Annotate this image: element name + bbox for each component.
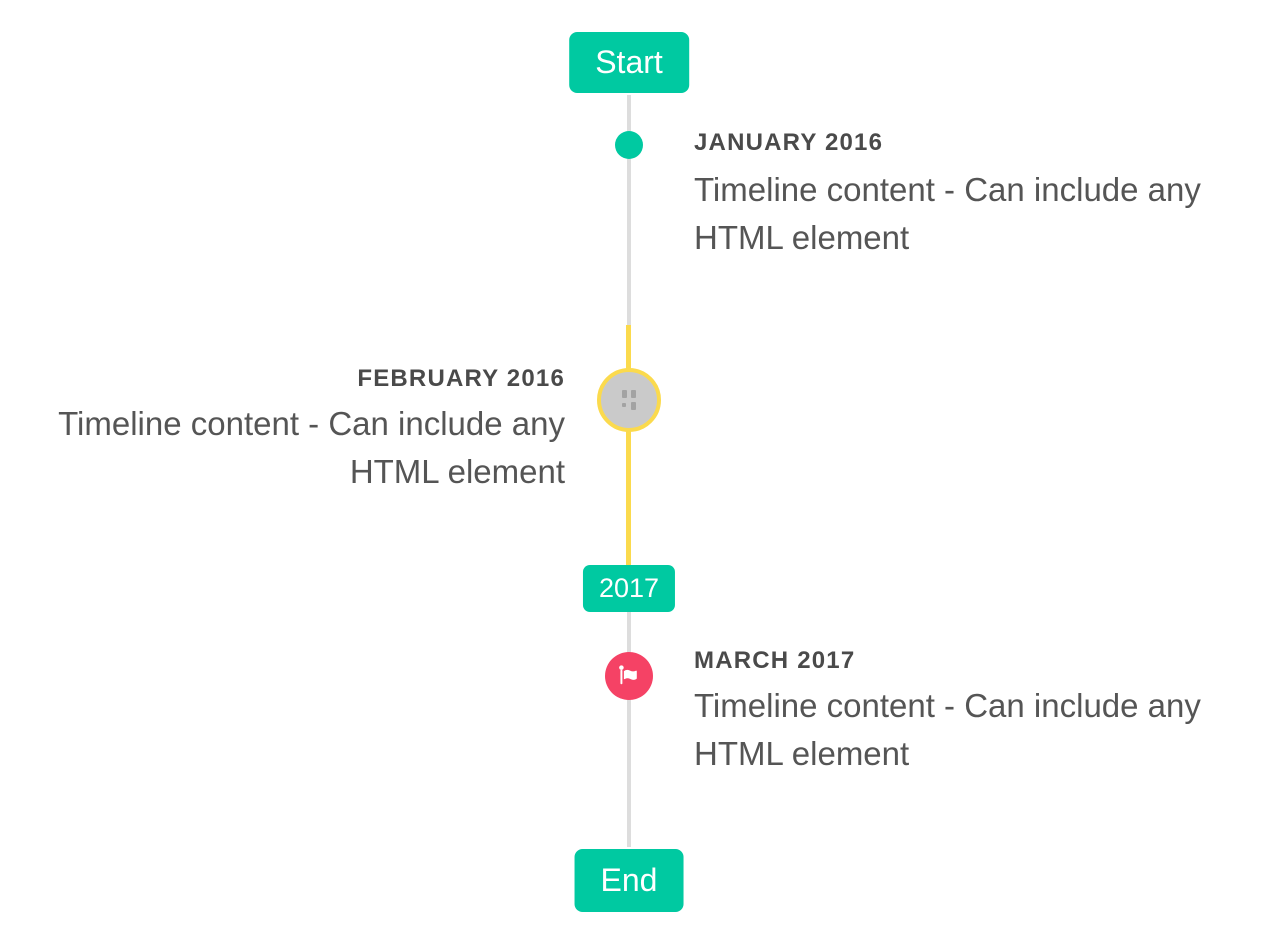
item2-content: Timeline content - Can include any HTML … — [58, 405, 565, 490]
timeline-line-highlight — [626, 325, 631, 567]
start-badge: Start — [569, 32, 689, 93]
item2-title: FEBRUARY 2016 — [357, 365, 565, 392]
item2-image-marker — [597, 368, 661, 432]
flag-icon — [619, 665, 637, 685]
item3-title: MARCH 2017 — [694, 647, 856, 674]
item3-content: Timeline content - Can include any HTML … — [694, 687, 1201, 772]
item1-dot-marker — [615, 131, 643, 159]
item3-flag-marker — [605, 652, 653, 700]
item1-content: Timeline content - Can include any HTML … — [694, 171, 1201, 256]
item1-title: JANUARY 2016 — [694, 129, 884, 156]
broken-image-icon — [622, 390, 636, 410]
end-badge: End — [574, 849, 684, 912]
year-divider-badge: 2017 — [582, 565, 676, 612]
